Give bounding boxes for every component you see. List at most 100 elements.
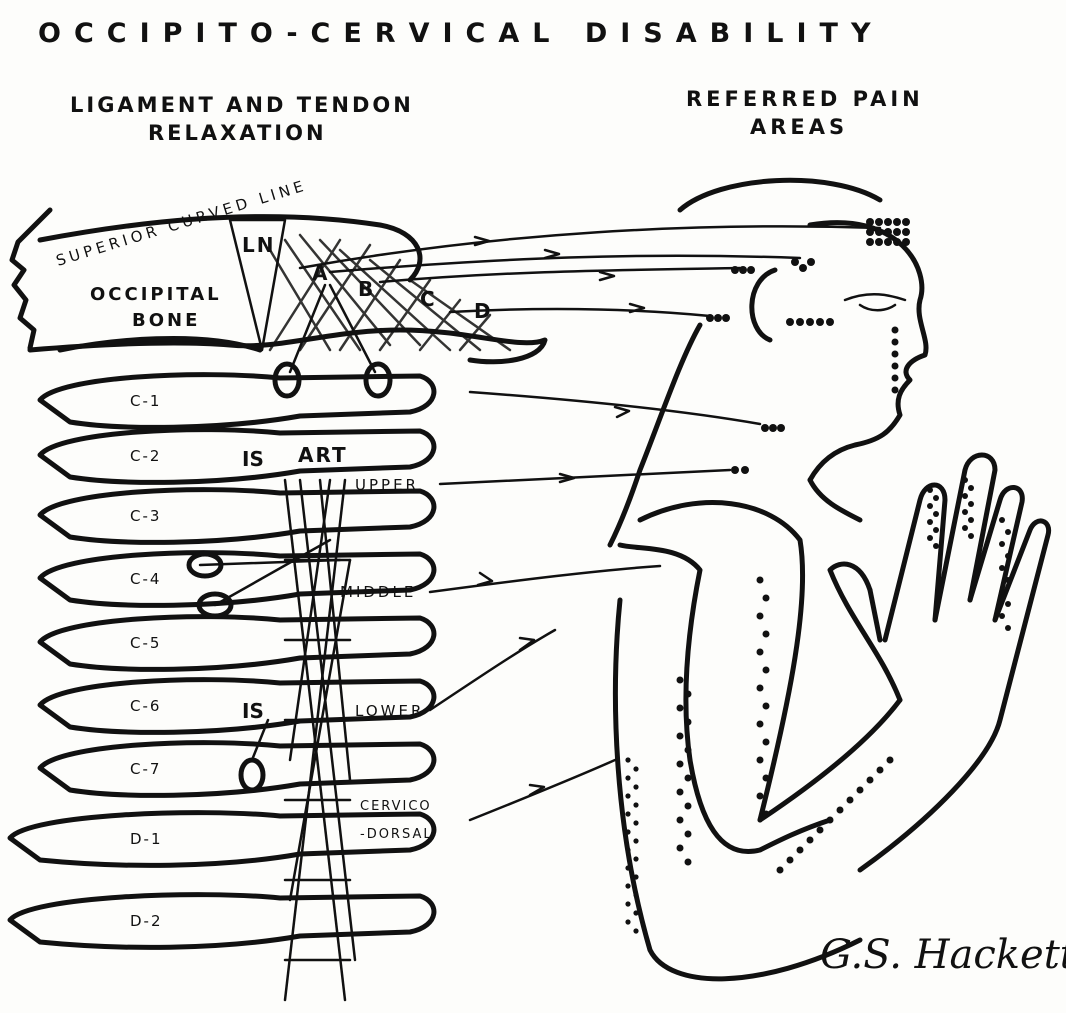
pain-dot (902, 238, 910, 246)
pain-dot (625, 883, 630, 888)
cervico-label: CERVICO (360, 799, 432, 814)
human-figure-outline (610, 180, 1049, 979)
ln-label: LN (242, 233, 275, 257)
pain-dot (757, 613, 764, 620)
pain-dot (731, 466, 739, 474)
vertebra-label: C-6 (130, 697, 161, 715)
vertebra-3 (40, 490, 434, 543)
vertebra-label: D-2 (130, 912, 163, 930)
pain-dot (866, 218, 874, 226)
vertebra-label: C-5 (130, 634, 161, 652)
pain-dot (999, 541, 1005, 547)
pain-dot (625, 775, 630, 780)
pain-dot (769, 424, 777, 432)
pain-dot (796, 318, 804, 326)
pain-dot (866, 238, 874, 246)
pain-dot (866, 228, 874, 236)
pain-dot (875, 218, 883, 226)
pain-dot (777, 424, 785, 432)
pain-dot (787, 857, 794, 864)
pain-dot (633, 928, 638, 933)
pain-dot (633, 802, 638, 807)
pain-dot (763, 631, 770, 638)
pain-dot (892, 351, 899, 358)
pain-dot (999, 517, 1005, 523)
pain-dot (902, 218, 910, 226)
pain-dot (757, 721, 764, 728)
pain-dot (968, 485, 974, 491)
pain-dot (927, 519, 933, 525)
signature: G.S. Hackett (820, 932, 1066, 978)
pain-dot (884, 228, 892, 236)
pain-dot (722, 314, 730, 322)
left-heading-line1: LIGAMENT AND TENDON (70, 93, 414, 117)
pain-dot (999, 613, 1005, 619)
pain-dot (799, 264, 807, 272)
pain-dot (877, 767, 884, 774)
pain-dot (857, 787, 864, 794)
pain-dot (685, 831, 692, 838)
pain-dot (999, 589, 1005, 595)
pain-dot (633, 766, 638, 771)
pain-dot (1005, 625, 1011, 631)
pain-dot (731, 266, 739, 274)
pain-dot (625, 757, 630, 762)
pain-dot (786, 318, 794, 326)
pain-dot (902, 228, 910, 236)
pain-dot (633, 874, 638, 879)
pain-dot (893, 228, 901, 236)
vertebra-2 (40, 430, 434, 483)
pain-dot (892, 387, 899, 394)
right-heading-line2: AREAS (750, 115, 848, 139)
pain-dot (625, 829, 630, 834)
vertebra-label: D-1 (130, 830, 163, 848)
pain-dot (763, 703, 770, 710)
vertebra-label: C-3 (130, 507, 161, 525)
pain-dot (797, 847, 804, 854)
pain-dot (893, 238, 901, 246)
pain-dot (633, 856, 638, 861)
pain-dot (633, 784, 638, 789)
pain-dot (826, 318, 834, 326)
pain-dot (892, 375, 899, 382)
pain-dot (633, 910, 638, 915)
pain-dot (677, 789, 684, 796)
pain-dot (625, 847, 630, 852)
vertebra-7 (40, 743, 434, 796)
pain-dot (816, 318, 824, 326)
pain-dot (625, 919, 630, 924)
pain-dot (827, 817, 834, 824)
vertebra-label: C-7 (130, 760, 161, 778)
pain-dot (1005, 577, 1011, 583)
upper-label: UPPER (355, 476, 419, 494)
pain-dot (875, 238, 883, 246)
pain-dot (685, 803, 692, 810)
pain-dot (685, 691, 692, 698)
pain-dot (867, 777, 874, 784)
pain-dot (633, 820, 638, 825)
pain-dot (927, 487, 933, 493)
pain-dot (933, 527, 939, 533)
pain-dot (884, 238, 892, 246)
pain-dot (806, 318, 814, 326)
right-heading-line1: REFERRED PAIN (686, 87, 924, 111)
point-c-label: C (420, 287, 435, 311)
vertebra-label: C-1 (130, 392, 161, 410)
bone-label: BONE (132, 310, 200, 331)
pain-dot (962, 525, 968, 531)
is-label-top: IS (242, 447, 264, 471)
pain-dot (757, 649, 764, 656)
pain-dot (927, 503, 933, 509)
pain-dot (791, 258, 799, 266)
pain-dot (927, 535, 933, 541)
point-b-label: B (358, 277, 373, 301)
pain-dot (757, 685, 764, 692)
pain-dot (677, 733, 684, 740)
vertebra-9 (10, 895, 434, 948)
pain-dot (625, 811, 630, 816)
pain-dot (837, 807, 844, 814)
pain-dot (807, 258, 815, 266)
diagram-title: OCCIPITO-CERVICAL DISABILITY (38, 18, 884, 49)
pain-dot (763, 595, 770, 602)
